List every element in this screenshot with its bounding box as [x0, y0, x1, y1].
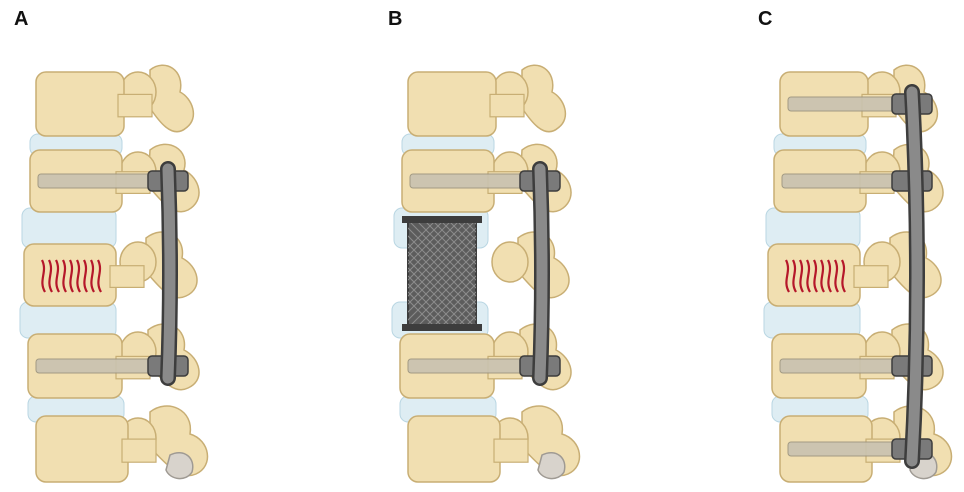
fixation-rod	[912, 92, 917, 461]
spine-group	[20, 65, 207, 482]
process-tip	[166, 453, 193, 479]
pedicle	[490, 94, 524, 116]
pedicle	[118, 94, 152, 116]
spine-panel-b	[372, 0, 612, 492]
cage-endplate-bottom	[402, 324, 482, 331]
spine-group	[764, 65, 951, 482]
cage-endplate-top	[402, 216, 482, 223]
spinous-process	[522, 65, 565, 131]
fracture-lines	[42, 260, 101, 292]
facet-joint	[492, 242, 528, 282]
pedicle	[854, 266, 888, 288]
fracture-lines	[786, 260, 845, 292]
vertebral-body	[36, 416, 128, 482]
cage-body	[408, 220, 476, 328]
interbody-cage	[372, 216, 612, 331]
pedicle	[494, 439, 528, 462]
vertebral-body	[408, 416, 500, 482]
intervertebral-disc	[766, 208, 860, 248]
intervertebral-disc	[22, 208, 116, 248]
spine-panel-a	[0, 0, 240, 492]
intervertebral-disc	[764, 302, 860, 338]
spine-group	[372, 65, 612, 482]
fixation-rod	[540, 169, 542, 378]
vertebral-body	[408, 72, 496, 136]
spine-panel-c	[744, 0, 964, 492]
fixation-rod	[168, 169, 170, 378]
pedicle	[110, 266, 144, 288]
vertebral-body	[768, 244, 860, 306]
vertebral-body	[36, 72, 124, 136]
pedicle	[122, 439, 156, 462]
process-tip	[538, 453, 565, 479]
vertebral-body	[24, 244, 116, 306]
spinous-process	[150, 65, 193, 131]
intervertebral-disc	[20, 302, 116, 338]
